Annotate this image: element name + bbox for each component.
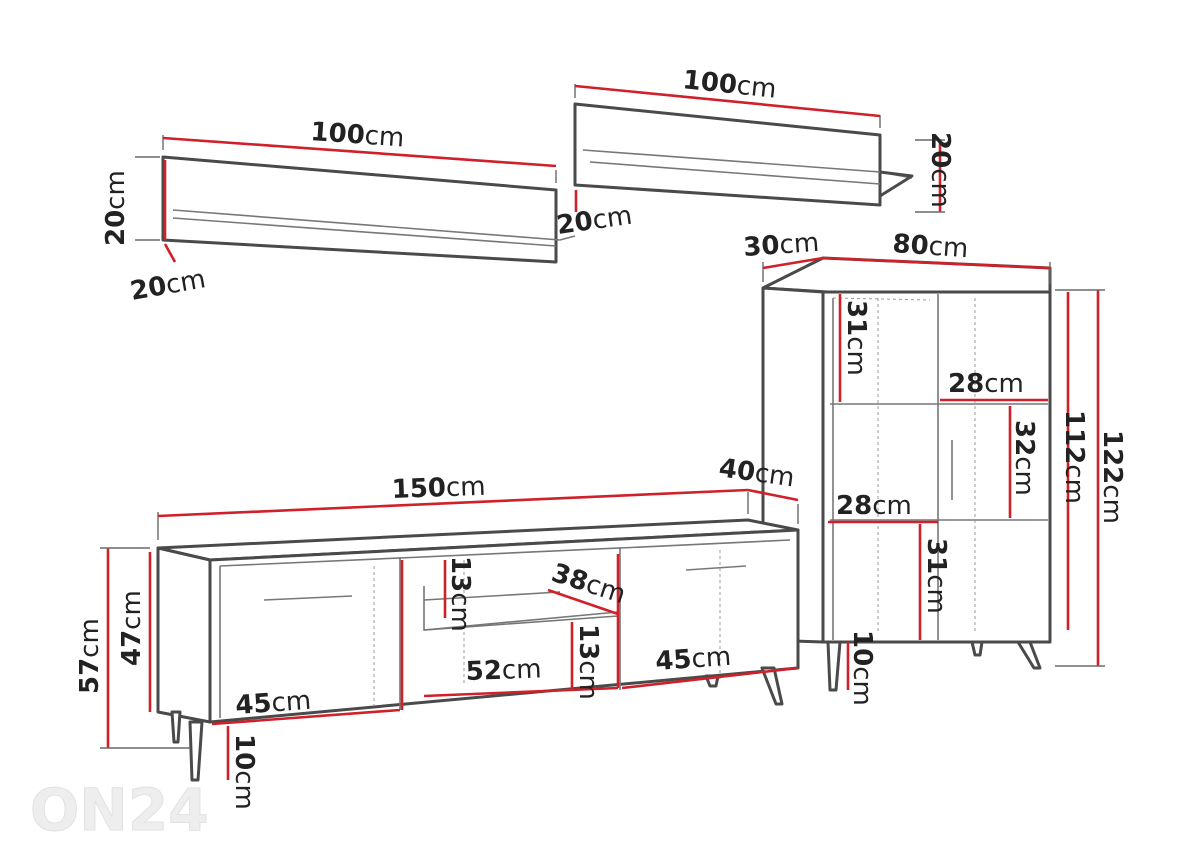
label-tv-right-door-width: 45cm	[654, 642, 732, 677]
tv-stand	[100, 488, 800, 782]
label-tv-niche-lower-height: 13cm	[573, 624, 603, 700]
label-cabinet-leg-height: 10cm	[847, 630, 877, 706]
label-shelf-right-depth: 20cm	[555, 201, 634, 241]
label-tv-left-door-width: 45cm	[234, 686, 312, 721]
label-cabinet-mid-compartment: 32cm	[1009, 420, 1039, 496]
label-shelf-left-depth: 20cm	[128, 264, 208, 307]
label-shelf-left-width: 100cm	[310, 117, 406, 153]
label-cabinet-body-height: 112cm	[1059, 410, 1089, 504]
label-shelf-right-height: 20cm	[925, 132, 955, 208]
tall-cabinet	[761, 256, 1105, 692]
label-tv-total-height: 57cm	[75, 618, 105, 694]
label-cabinet-width: 80cm	[892, 229, 970, 264]
wall-shelf-right	[573, 84, 945, 213]
label-tv-width: 150cm	[391, 472, 486, 505]
label-tv-leg-height: 10cm	[229, 734, 259, 810]
label-cabinet-shelf-upper: 28cm	[948, 369, 1024, 399]
label-cabinet-top-compartment: 31cm	[841, 300, 871, 376]
label-tv-body-height: 47cm	[117, 590, 147, 666]
label-tv-niche-width: 52cm	[465, 654, 542, 687]
label-cabinet-depth: 30cm	[742, 228, 820, 263]
label-shelf-left-height: 20cm	[101, 170, 131, 246]
label-cabinet-total-height: 122cm	[1097, 430, 1127, 524]
label-cabinet-shelf-lower: 28cm	[836, 491, 912, 521]
brand-logo-watermark: ON24	[30, 776, 209, 844]
wall-shelf-left	[135, 135, 576, 264]
label-tv-depth: 40cm	[717, 453, 796, 493]
label-tv-niche-upper-height: 13cm	[445, 556, 475, 632]
label-shelf-right-width: 100cm	[681, 65, 778, 105]
label-cabinet-lower-compartment: 31cm	[921, 538, 951, 614]
